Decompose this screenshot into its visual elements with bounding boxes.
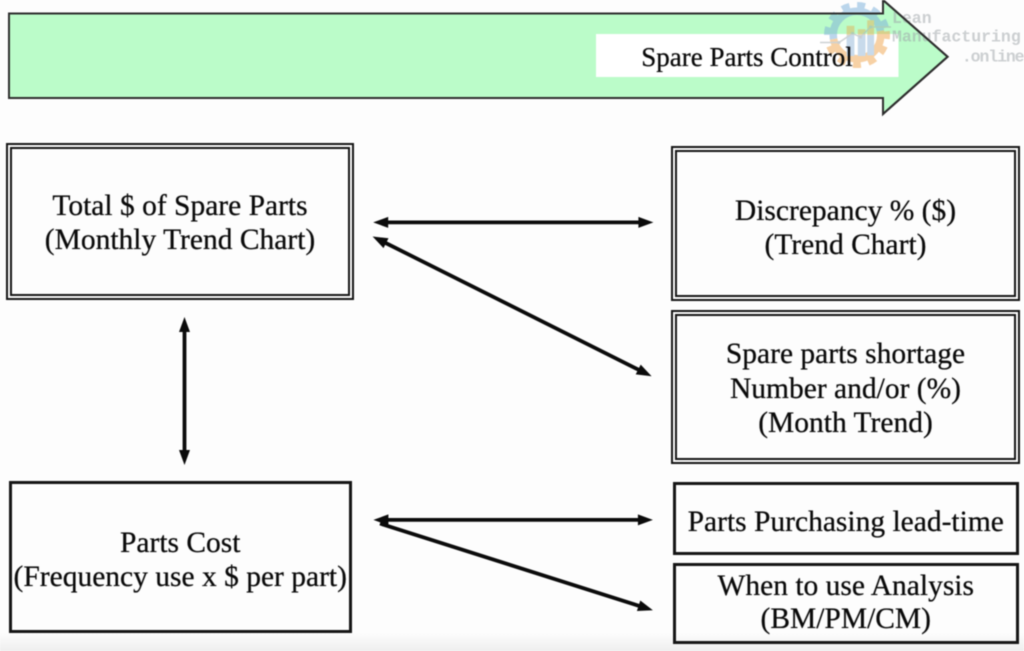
- svg-text:.online: .online: [962, 48, 1024, 67]
- svg-text:Lean: Lean: [892, 9, 932, 28]
- svg-text:Manufacturing: Manufacturing: [892, 28, 1021, 47]
